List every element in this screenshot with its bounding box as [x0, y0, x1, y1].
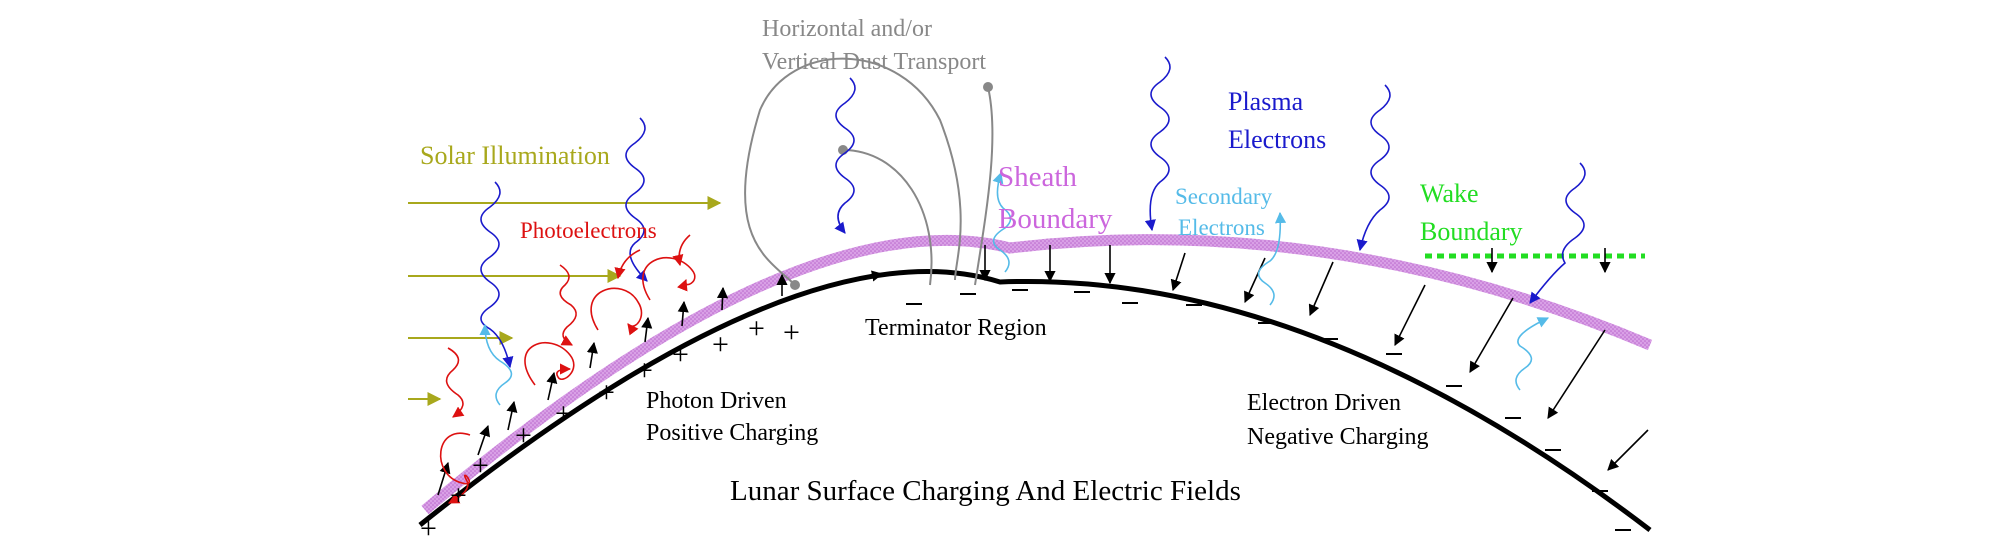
field-arrows-positive — [437, 270, 884, 496]
svg-text:+: + — [598, 376, 615, 409]
electron-driven-label-line2: Negative Charging — [1247, 424, 1429, 450]
svg-text:+: + — [712, 328, 729, 361]
sheath-band — [421, 234, 1653, 515]
terminator-region-label: Terminator Region — [865, 315, 1047, 341]
secondary-electron-waves — [479, 171, 1550, 406]
dust-transport-label-line1: Horizontal and/or — [762, 16, 932, 42]
solar-arrows — [408, 196, 722, 406]
dust-transport-label-line2: Vertical Dust Transport — [762, 49, 986, 75]
positive-charges: + + + + + + + + + + + — [420, 312, 800, 545]
field-arrows-negative — [979, 245, 1649, 471]
diagram-title: Lunar Surface Charging And Electric Fiel… — [730, 475, 1241, 507]
photoelectrons-label: Photoelectrons — [520, 218, 657, 243]
svg-text:+: + — [783, 316, 800, 349]
sheath-boundary-label-line1: Sheath — [998, 161, 1077, 193]
photon-driven-label-line1: Photon Driven — [646, 388, 787, 414]
svg-text:+: + — [515, 419, 532, 452]
photon-driven-label-line2: Positive Charging — [646, 420, 818, 446]
svg-text:+: + — [748, 312, 765, 345]
lunar-surface — [418, 269, 1652, 532]
svg-text:+: + — [555, 397, 572, 430]
dust-trajectories — [744, 57, 994, 286]
solar-illumination-label: Solar Illumination — [420, 141, 610, 170]
wake-boundary-label-line1: Wake — [1420, 179, 1479, 208]
sheath-boundary-label-line2: Boundary — [998, 203, 1113, 235]
svg-text:+: + — [450, 479, 467, 512]
svg-text:+: + — [472, 449, 489, 482]
svg-text:+: + — [636, 354, 653, 387]
svg-text:+: + — [420, 512, 437, 545]
secondary-electrons-label-line1: Secondary — [1175, 184, 1273, 209]
svg-text:+: + — [672, 338, 689, 371]
negative-charges — [906, 289, 1631, 531]
electron-driven-label-line1: Electron Driven — [1247, 390, 1401, 416]
plasma-electrons-label-line2: Electrons — [1228, 125, 1326, 154]
secondary-electrons-label-line2: Electrons — [1178, 215, 1265, 240]
photoelectron-trajectories — [439, 234, 696, 504]
plasma-electrons-label-line1: Plasma — [1228, 87, 1304, 116]
wake-boundary-label-line2: Boundary — [1420, 217, 1523, 246]
